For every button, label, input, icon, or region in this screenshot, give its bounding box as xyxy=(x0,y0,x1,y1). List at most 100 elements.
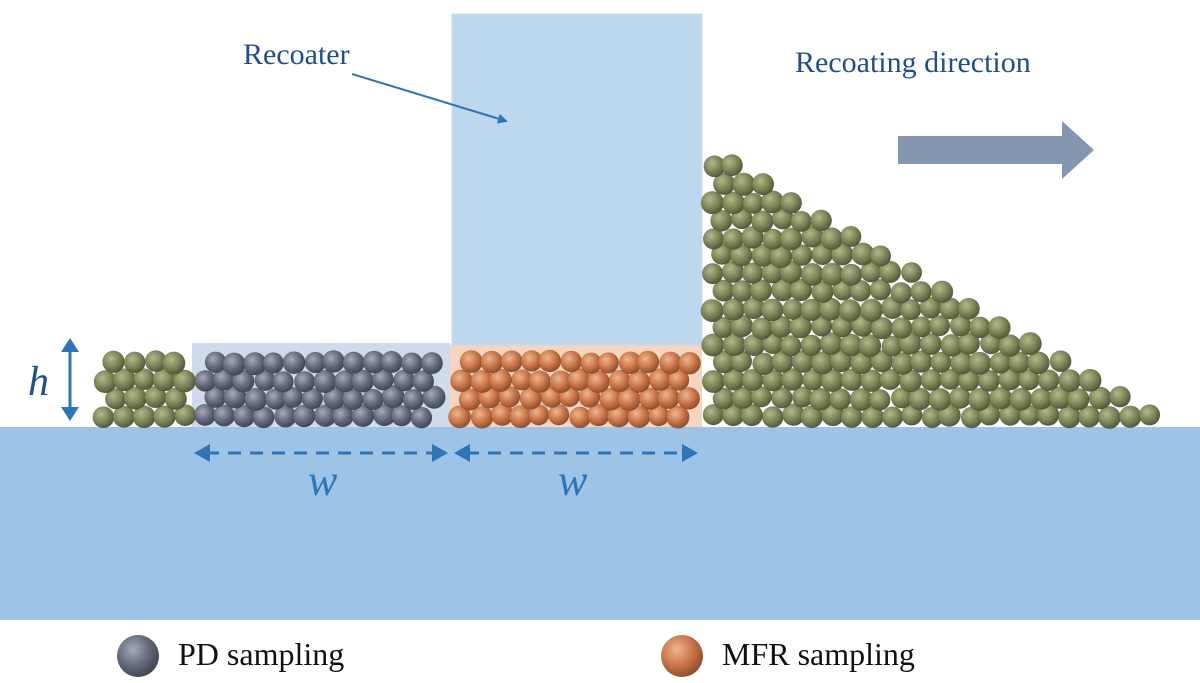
pd-particle xyxy=(400,352,423,375)
powder-particle xyxy=(722,228,745,250)
powder-particle xyxy=(869,245,892,267)
mfr-particle xyxy=(480,350,504,374)
powder-particle xyxy=(720,154,744,177)
pd-particle xyxy=(293,370,316,393)
powder-particle xyxy=(987,316,1011,340)
powder-particle xyxy=(1109,385,1131,408)
height-symbol: h xyxy=(28,359,49,405)
powder-particle xyxy=(930,280,954,304)
powder-particle xyxy=(1119,405,1142,429)
recoater-pointer-arrow xyxy=(351,73,508,124)
recoating-direction-label: Recoating direction xyxy=(795,46,1031,79)
pd-particle xyxy=(420,352,444,375)
powder-particle xyxy=(810,209,833,232)
powder-particle xyxy=(779,334,802,357)
mfr-particle xyxy=(666,405,690,429)
powder-particle xyxy=(878,260,902,284)
pd-particle xyxy=(342,351,365,374)
pd-particle xyxy=(194,369,217,392)
mfr-legend-label: MFR sampling xyxy=(722,636,915,672)
powder-particles-bulk xyxy=(92,154,1161,429)
powder-particle xyxy=(700,298,724,323)
mfr-particle xyxy=(528,370,552,394)
powder-particle xyxy=(1018,331,1042,356)
pd-particle xyxy=(422,385,446,409)
pd-particle xyxy=(313,369,337,394)
powder-particle xyxy=(969,316,991,339)
powder-particle xyxy=(102,350,125,374)
pd-particle xyxy=(222,352,246,376)
recoater-label: Recoater xyxy=(243,38,350,71)
mfr-particle xyxy=(448,405,472,429)
powder-particle xyxy=(868,388,891,411)
powder-particle xyxy=(890,317,913,339)
powder-particle xyxy=(957,332,981,355)
powder-particle xyxy=(869,278,892,301)
recoater-blade xyxy=(451,13,703,346)
powder-particle xyxy=(858,334,882,358)
powder-particle xyxy=(780,191,803,214)
mfr-particle xyxy=(459,350,483,374)
powder-particle xyxy=(162,351,186,375)
powder-particle xyxy=(782,298,804,321)
recoating-direction-arrow xyxy=(898,121,1094,179)
powder-particle xyxy=(840,263,863,286)
mfr-particle xyxy=(636,350,660,374)
powder-particle xyxy=(700,191,725,215)
pd-particle xyxy=(380,350,403,374)
powder-particle xyxy=(881,406,904,428)
pd-particle xyxy=(410,406,433,429)
powder-particle xyxy=(751,173,775,196)
powder-particle xyxy=(1138,404,1161,426)
powder-particle xyxy=(1009,387,1033,411)
height-indicator xyxy=(61,338,79,421)
pd-particle xyxy=(412,370,435,393)
powder-particle xyxy=(123,351,146,374)
pd-particle xyxy=(272,370,294,393)
powder-particle xyxy=(890,281,912,304)
powder-particle xyxy=(838,299,862,322)
powder-particle xyxy=(900,261,923,284)
mfr-particle xyxy=(538,349,562,373)
pd-particle xyxy=(402,388,424,411)
mfr-particle xyxy=(597,352,619,374)
powder-particle xyxy=(800,262,824,287)
width-symbol-pd: w xyxy=(308,456,338,505)
mfr-particle xyxy=(500,350,523,373)
pd-legend-dot xyxy=(117,635,159,677)
powder-particle xyxy=(840,225,862,248)
powder-particle xyxy=(1058,369,1082,393)
powder-particles-pd xyxy=(193,350,446,429)
pd-legend-label: PD sampling xyxy=(178,636,345,672)
powder-particle xyxy=(761,406,784,428)
pd-particle xyxy=(282,351,306,375)
substrate-plate xyxy=(0,427,1200,620)
mfr-particle xyxy=(659,351,682,375)
mfr-particle xyxy=(678,351,702,375)
powder-particle xyxy=(928,387,952,411)
mfr-legend-dot xyxy=(661,635,703,677)
powder-particle xyxy=(859,298,884,322)
powder-particle xyxy=(1049,350,1072,373)
powder-particle xyxy=(910,280,932,303)
powder-particle xyxy=(731,172,756,197)
mfr-particle xyxy=(560,350,583,373)
powder-particle xyxy=(1097,405,1121,429)
powder-particle xyxy=(928,314,951,337)
powder-particle xyxy=(1078,368,1102,392)
pd-particle xyxy=(322,350,345,373)
powder-particle xyxy=(701,262,724,285)
pd-particle xyxy=(262,352,285,374)
powder-particle xyxy=(957,297,980,320)
powder-particle xyxy=(701,369,726,394)
width-symbol-mfr: w xyxy=(558,456,588,505)
powder-particle xyxy=(760,298,784,322)
powder-particle xyxy=(742,192,764,215)
mfr-particle xyxy=(677,386,701,410)
powder-particle xyxy=(92,406,115,429)
powder-particle xyxy=(967,351,992,375)
width-indicator-pd xyxy=(194,444,448,462)
powder-particle xyxy=(731,279,754,302)
powder-particles-mfr xyxy=(448,349,702,429)
